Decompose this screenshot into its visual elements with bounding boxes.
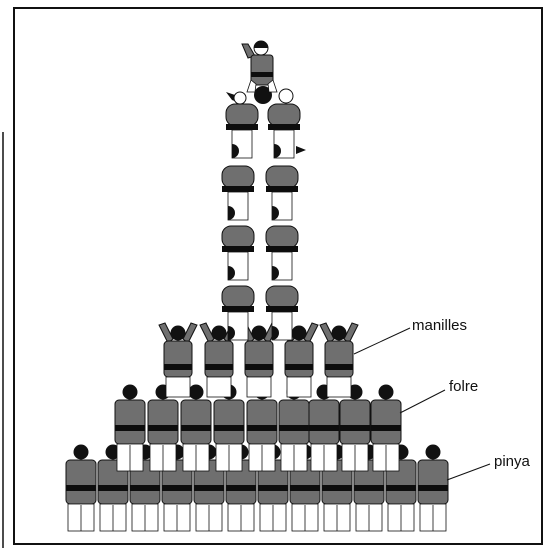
tronc-person [225,103,259,159]
folre-label: folre [449,378,478,395]
tronc-column [221,103,301,341]
enxaneta-icon [241,40,278,93]
outer-frame [13,7,543,545]
pinya-leader-line [446,463,491,481]
top-of-tower [226,40,306,154]
tronc-person [265,225,299,281]
tronc-person [221,165,255,221]
folre-person [370,384,402,472]
folre-person [339,384,371,472]
tronc-person [265,165,299,221]
pinya-person [417,444,449,532]
folre-person [246,384,278,472]
folre-person [147,384,179,472]
folre-person [278,384,310,472]
folre-person [180,384,212,472]
tronc-person [221,225,255,281]
folre-person [308,384,340,472]
folre-tier [114,384,402,472]
pinya-person [65,444,97,532]
folre-leader-line [399,389,446,414]
manilles-label: manilles [412,317,467,334]
pinya-label: pinya [494,453,531,470]
manilles-leader-line [353,327,411,355]
aixecador-icon [254,86,272,104]
folre-person [213,384,245,472]
tronc-person [267,103,301,159]
folre-person [114,384,146,472]
manilles-tier [158,322,359,398]
